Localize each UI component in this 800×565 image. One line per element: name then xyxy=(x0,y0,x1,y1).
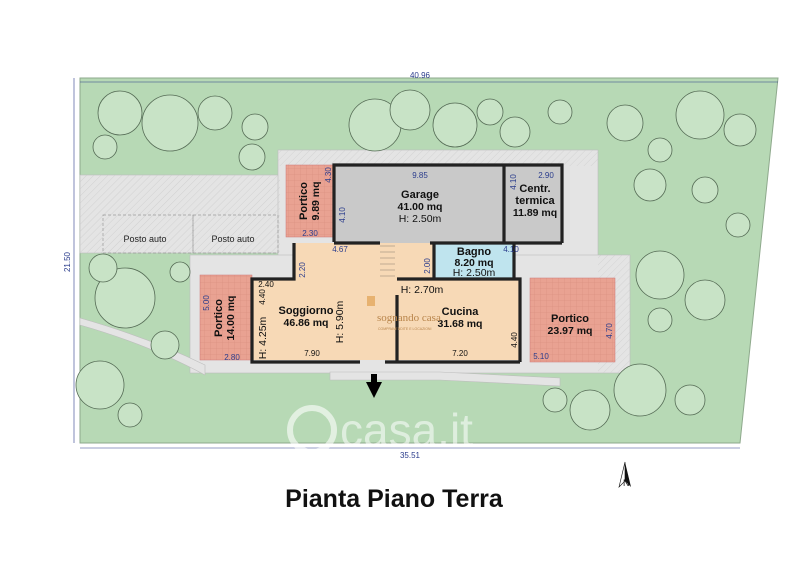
dim-hall-height: 2.20 xyxy=(298,262,307,278)
portico-right-area: 23.97 mq xyxy=(548,325,593,337)
soggiorno-area: 46.86 mq xyxy=(284,317,329,329)
dim-portico-left-height: 5.00 xyxy=(202,295,211,311)
logo-subtext: COMPRAVENDITE E LOCAZIONI xyxy=(378,327,431,331)
north-arrow-icon: N xyxy=(618,461,631,488)
garage-room xyxy=(334,165,504,243)
dim-soggiorno-depth: 4.40 xyxy=(258,289,267,305)
stairs xyxy=(380,245,395,277)
portico-left-area: 14.00 mq xyxy=(225,296,237,341)
north-label: N xyxy=(623,478,630,488)
entrance-arrow xyxy=(366,374,382,398)
watermark-text: casa.it xyxy=(340,404,473,456)
centrale-name2: termica xyxy=(515,195,555,207)
cucina-height: H: 2.70m xyxy=(401,284,444,296)
page-title: Pianta Piano Terra xyxy=(285,485,504,513)
dim-centrale-width: 2.90 xyxy=(538,171,554,180)
parking-label-2: Posto auto xyxy=(211,234,254,244)
dimension-lines xyxy=(73,78,778,449)
dim-garage-width: 9.85 xyxy=(412,171,428,180)
bagno-area: 8.20 mq xyxy=(454,257,493,269)
bagno-height: H: 2.50m xyxy=(453,267,496,279)
portico-left-name: Portico xyxy=(213,299,225,337)
dim-bagno-height: 2.00 xyxy=(423,258,432,274)
parking-label-1: Posto auto xyxy=(123,234,166,244)
garage-height: H: 2.50m xyxy=(399,213,442,225)
logo-text: sognando casa xyxy=(377,312,441,324)
dim-portico-left-width: 2.80 xyxy=(224,353,240,362)
dim-soggiorno-small: 2.40 xyxy=(258,280,274,289)
dim-centrale-depth: 4.10 xyxy=(509,174,518,190)
dim-portico-top-height: 4.30 xyxy=(324,167,333,183)
bagno-name: Bagno xyxy=(457,246,492,258)
bagno-room xyxy=(434,243,514,279)
dim-portico-right-height: 4.70 xyxy=(605,323,614,339)
dim-portico-right-width: 5.10 xyxy=(533,352,549,361)
trees xyxy=(75,89,757,431)
portico-top-name: Portico xyxy=(298,182,310,220)
garage-area: 41.00 mq xyxy=(398,201,443,213)
dim-cucina-depth: 4.40 xyxy=(510,332,519,348)
centrale-room xyxy=(504,165,562,243)
dim-lot-bottom: 35.51 xyxy=(400,451,421,460)
casa-watermark: casa.it xyxy=(287,404,473,456)
dim-portico-top-width: 2.30 xyxy=(302,229,318,238)
centrale-name: Centr. xyxy=(519,183,550,195)
walls xyxy=(250,163,564,364)
soggiorno-name: Soggiorno xyxy=(279,305,334,317)
agency-logo: sognando casa COMPRAVENDITE E LOCAZIONI xyxy=(367,296,441,331)
soggiorno-height-left: H: 4.25m xyxy=(257,316,269,359)
dim-lot-left: 21.50 xyxy=(63,251,72,272)
garage-name: Garage xyxy=(401,189,439,201)
portico-right-name: Portico xyxy=(551,313,589,325)
cucina-area: 31.68 mq xyxy=(438,318,483,330)
dim-stairs-width: 4.67 xyxy=(332,245,348,254)
parking-lines xyxy=(102,214,279,254)
soggiorno-height-right: H: 5.90m xyxy=(334,300,346,343)
cucina-room xyxy=(397,279,520,360)
dim-garage-depth: 4.10 xyxy=(338,207,347,223)
soggiorno-room xyxy=(252,279,397,360)
portico-left xyxy=(199,274,253,361)
dim-bagno-depth: 4.10 xyxy=(503,245,519,254)
hall-area xyxy=(294,243,434,281)
centrale-area: 11.89 mq xyxy=(513,207,557,219)
portico-top-area: 9.89 mq xyxy=(310,181,322,220)
dim-cucina-width: 7.20 xyxy=(452,349,468,358)
dim-lot-top: 40.96 xyxy=(410,71,431,80)
portico-right xyxy=(529,277,616,363)
portico-top xyxy=(285,164,335,238)
dim-soggiorno-width: 7.90 xyxy=(304,349,320,358)
cucina-name: Cucina xyxy=(442,306,480,318)
